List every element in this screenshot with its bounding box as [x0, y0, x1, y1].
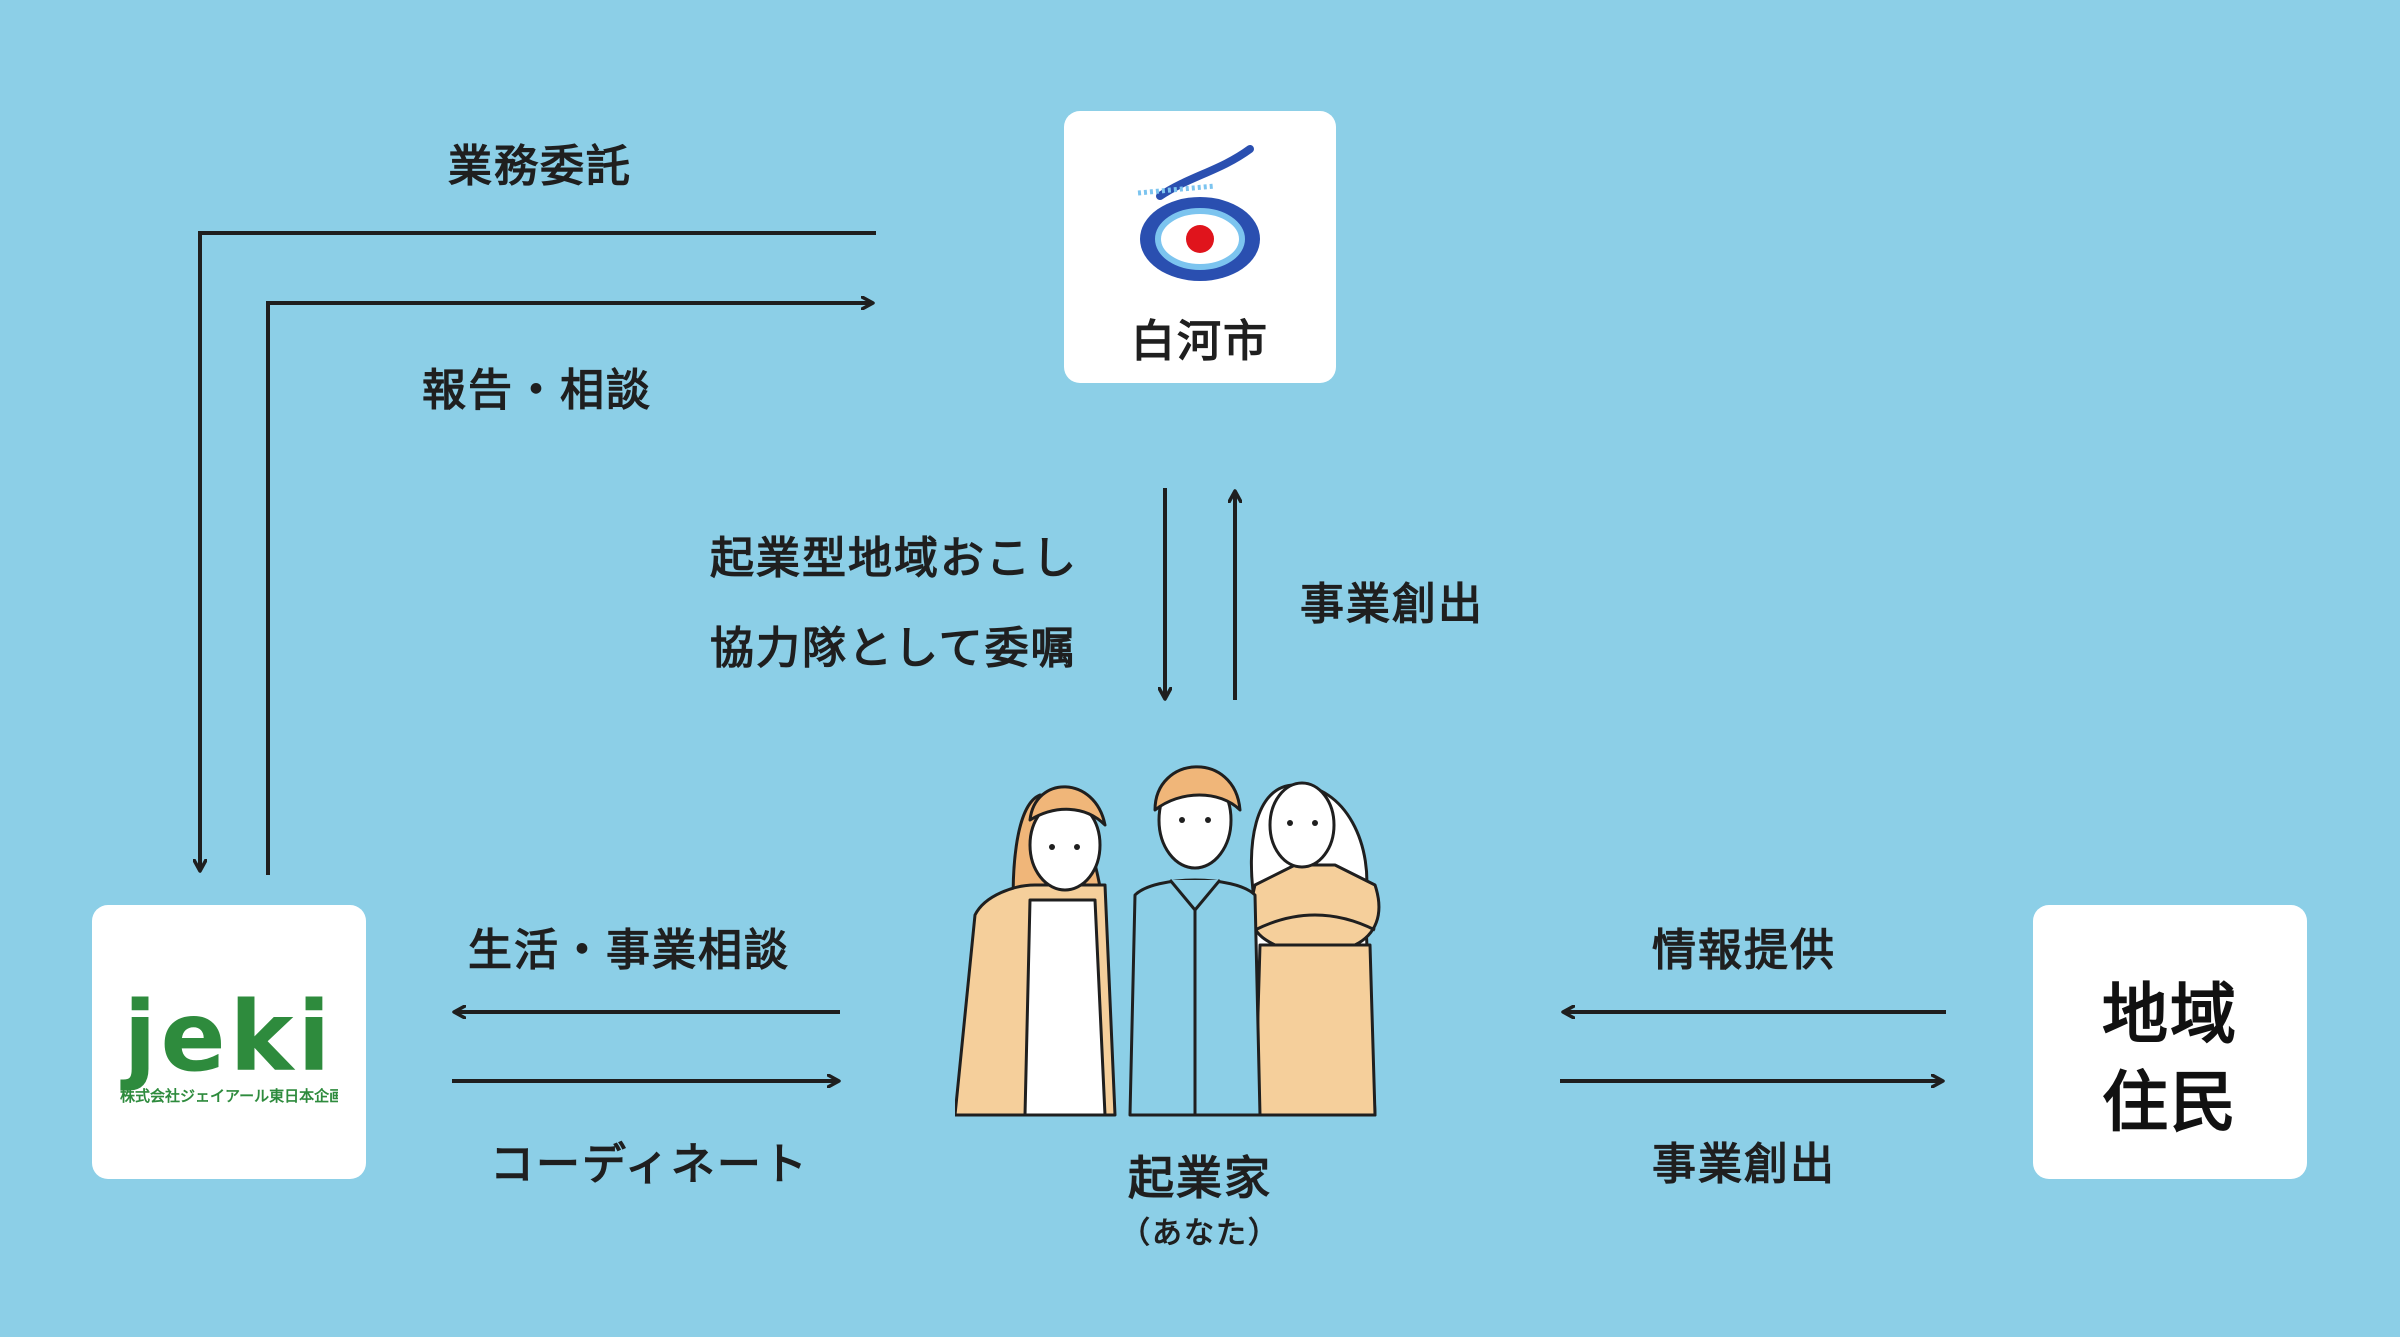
label-jeki-to-entrepreneur: コーディネート: [490, 1139, 809, 1190]
residents-line2: 住民: [2102, 1064, 2238, 1141]
label-city-to-entrepreneur-line2: 協力隊として委嘱: [710, 623, 1077, 674]
label-residents-to-entrepreneur: 情報提供: [1652, 925, 1836, 976]
jeki-logo: jeki: [123, 981, 335, 1093]
label-city-to-entrepreneur-line1: 起業型地域おこし: [710, 533, 1078, 584]
label-entrepreneur-to-jeki: 生活・事業相談: [468, 925, 790, 976]
city-node: 白河市: [1064, 111, 1336, 383]
jeki-node: jeki 株式会社ジェイアール東日本企画: [92, 905, 366, 1179]
shirakawa-city-emblem-icon: [1137, 145, 1260, 281]
label-entrepreneur-to-city: 事業創出: [1300, 579, 1484, 630]
entrepreneur-name: 起業家: [1128, 1151, 1272, 1205]
label-jeki-to-city: 報告・相談: [422, 365, 652, 416]
entrepreneur-sub: （あなた）: [1120, 1216, 1280, 1251]
city-name: 白河市: [1131, 316, 1269, 367]
label-city-to-jeki: 業務委託: [448, 141, 632, 192]
residents-node: 地域 住民: [2033, 905, 2307, 1179]
arrow-city-to-jeki: [200, 231, 876, 870]
jeki-company-name: 株式会社ジェイアール東日本企画: [120, 1087, 338, 1105]
residents-line1: 地域: [2102, 976, 2238, 1053]
three-people-illustration-icon: [955, 765, 1381, 1117]
arrow-jeki-to-city: [266, 303, 872, 875]
label-entrepreneur-to-residents: 事業創出: [1652, 1139, 1836, 1190]
